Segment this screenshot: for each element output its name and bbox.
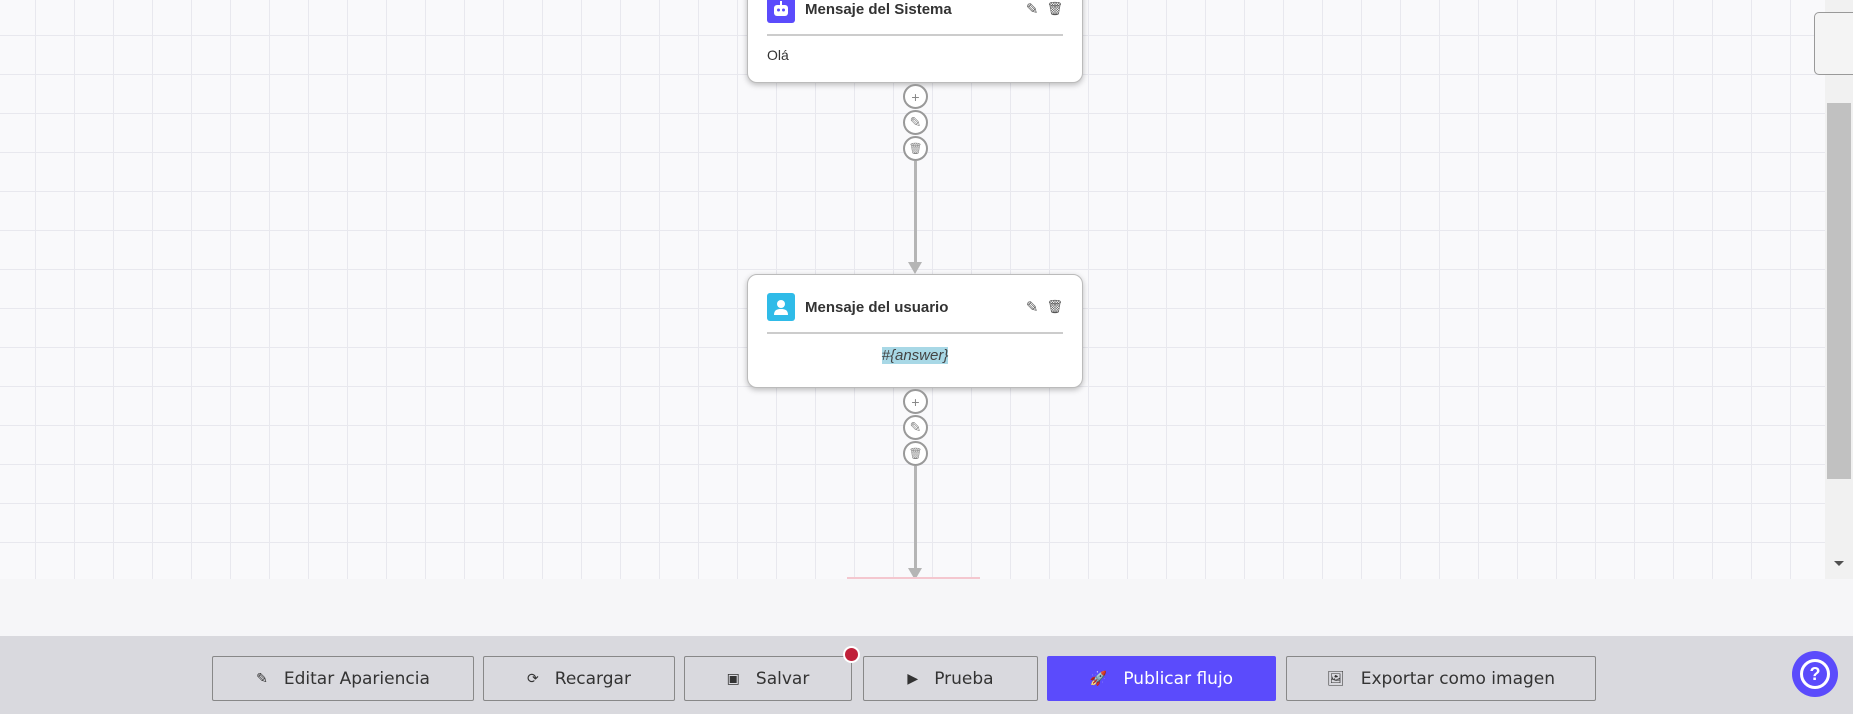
node-title: Mensaje del Sistema: [805, 0, 952, 18]
flow-canvas[interactable]: Mensaje del Sistema ✎ 🗑 Olá + ✎ 🗑 Mensaj…: [0, 0, 1825, 579]
user-icon: [767, 293, 795, 321]
vertical-scrollbar[interactable]: [1825, 0, 1853, 579]
image-icon: 🖼: [1326, 670, 1345, 687]
rocket-icon: 🚀: [1089, 670, 1108, 687]
button-label: Publicar flujo: [1123, 668, 1234, 689]
edit-connection-icon[interactable]: ✎: [903, 110, 928, 135]
export-image-button[interactable]: 🖼 Exportar como imagen: [1286, 656, 1596, 701]
button-label: Exportar como imagen: [1360, 668, 1556, 689]
arrow-icon: [908, 262, 922, 274]
publish-flow-button[interactable]: 🚀 Publicar flujo: [1047, 656, 1276, 701]
edit-connection-icon[interactable]: ✎: [903, 415, 928, 440]
edit-icon: ✎: [256, 670, 268, 687]
connector-line: [914, 161, 917, 263]
node-content: Olá: [767, 47, 789, 63]
edit-appearance-button[interactable]: ✎ Editar Apariencia: [212, 656, 474, 701]
button-label: Recargar: [554, 668, 631, 689]
button-label: Salvar: [755, 668, 810, 689]
arrow-icon: [908, 568, 922, 579]
node-content: #{answer}: [881, 347, 949, 364]
minimap-panel[interactable]: [1814, 12, 1853, 75]
node-title: Mensaje del usuario: [805, 298, 949, 316]
button-label: Prueba: [934, 668, 994, 689]
button-label: Editar Apariencia: [283, 668, 430, 689]
play-icon: ▶: [907, 670, 919, 687]
help-button[interactable]: ?: [1792, 651, 1838, 697]
node-user-message[interactable]: Mensaje del usuario ✎ 🗑 #{answer}: [747, 274, 1083, 388]
divider: [767, 332, 1063, 334]
add-node-icon[interactable]: +: [903, 389, 928, 414]
next-node-edge: [847, 577, 980, 579]
add-node-icon[interactable]: +: [903, 84, 928, 109]
node-system-message[interactable]: Mensaje del Sistema ✎ 🗑 Olá: [747, 0, 1083, 83]
reload-button[interactable]: ⟳ Recargar: [483, 656, 675, 701]
connector-line: [914, 466, 917, 571]
scroll-down-icon[interactable]: [1834, 561, 1844, 566]
edit-node-icon[interactable]: ✎: [1025, 1, 1039, 18]
refresh-icon: ⟳: [527, 670, 539, 687]
help-icon: ?: [1800, 659, 1830, 689]
divider: [767, 34, 1063, 36]
bottom-toolbar: ✎ Editar Apariencia ⟳ Recargar ▣ Salvar ▶ Pr…: [0, 636, 1853, 714]
delete-connection-icon[interactable]: 🗑: [903, 441, 928, 466]
robot-icon: [767, 0, 795, 23]
test-button[interactable]: ▶ Prueba: [863, 656, 1038, 701]
delete-connection-icon[interactable]: 🗑: [903, 136, 928, 161]
scrollbar-thumb[interactable]: [1827, 103, 1851, 479]
unsaved-indicator: [843, 646, 860, 663]
save-button[interactable]: ▣ Salvar: [684, 656, 852, 701]
delete-node-icon[interactable]: 🗑: [1046, 1, 1063, 16]
delete-node-icon[interactable]: 🗑: [1046, 299, 1063, 314]
edit-node-icon[interactable]: ✎: [1025, 299, 1039, 316]
save-icon: ▣: [726, 670, 740, 687]
